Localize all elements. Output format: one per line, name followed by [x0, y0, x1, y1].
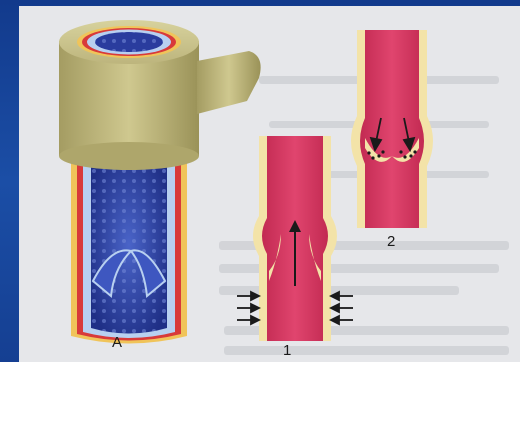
slide-footer-area [0, 362, 520, 434]
label-2: 2 [387, 233, 395, 250]
label-a: А [112, 334, 122, 351]
textbook-illustration: А 1 2 [19, 6, 520, 362]
vein-valve-diagram [19, 6, 520, 362]
label-1: 1 [283, 342, 291, 359]
vessel-1 [237, 136, 353, 341]
vessel-2 [351, 30, 433, 228]
